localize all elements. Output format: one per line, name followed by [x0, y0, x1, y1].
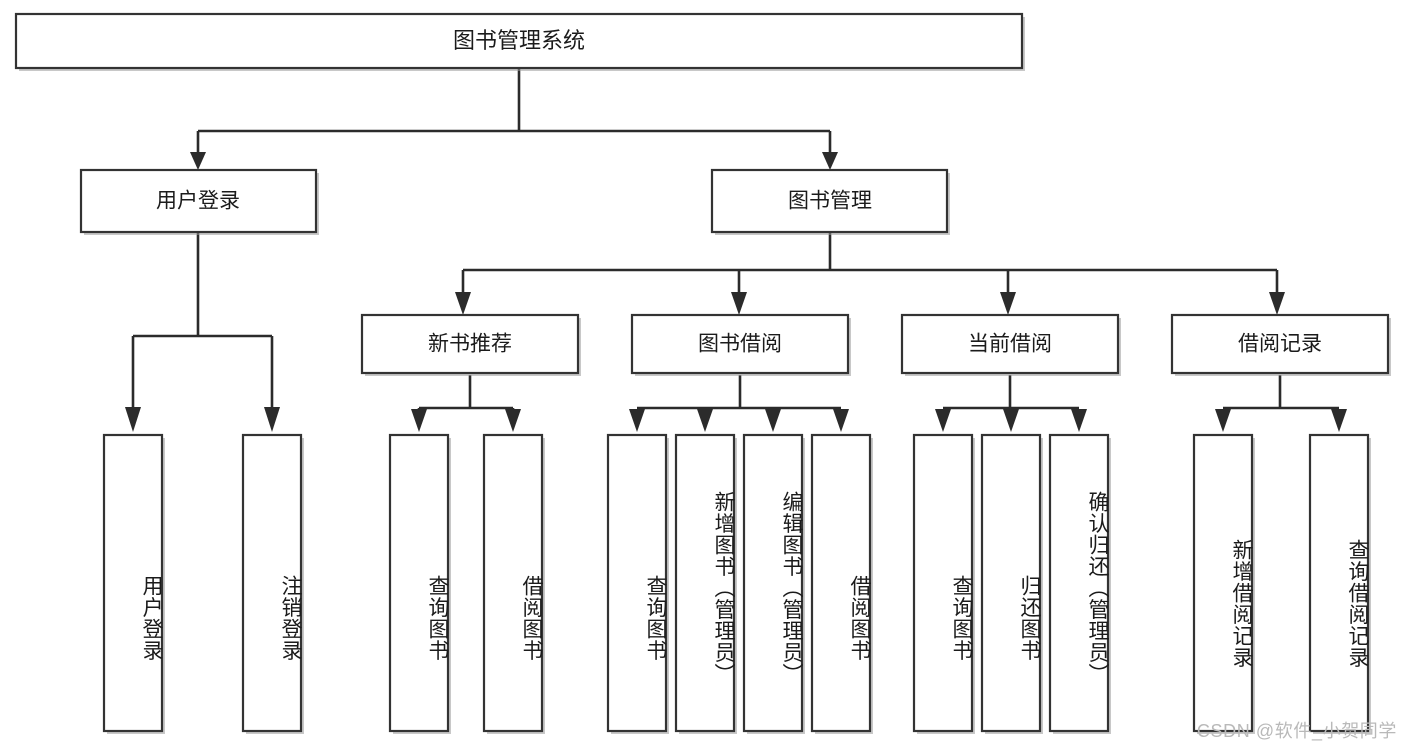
- arrow-newbook-leaf-1: [411, 409, 427, 432]
- arrow-borrowrecord-leaf-1: [1215, 409, 1231, 432]
- leaf-box-cur-1[interactable]: [912, 433, 974, 733]
- arrow-bookmanage-to-newbook: [455, 292, 471, 315]
- node-borrow-record[interactable]: 借阅记录: [1170, 313, 1391, 376]
- arrow-currentborrow-leaf-1: [935, 409, 951, 432]
- book-manage-box[interactable]: [710, 168, 949, 234]
- node-root[interactable]: 图书管理系统: [14, 12, 1025, 71]
- arrow-currentborrow-leaf-2: [1003, 409, 1019, 432]
- arrow-bookborrow-leaf-3: [765, 409, 781, 432]
- root-box[interactable]: [14, 12, 1024, 70]
- current-borrow-label: 当前借阅: [968, 333, 1052, 356]
- leaf-box-borrow-2[interactable]: [674, 433, 736, 733]
- arrow-bookborrow-leaf-1: [629, 409, 645, 432]
- arrow-userlogin-leaf-2: [264, 407, 280, 432]
- arrow-userlogin-leaf-1: [125, 407, 141, 432]
- connectors-group: [125, 68, 1347, 432]
- node-current-borrow[interactable]: 当前借阅: [900, 313, 1121, 376]
- node-new-book-recommend[interactable]: 新书推荐: [360, 313, 581, 376]
- book-borrow-label: 图书借阅: [698, 333, 782, 356]
- leaf-box-borrow-1[interactable]: [606, 433, 668, 733]
- arrow-bookborrow-leaf-4: [833, 409, 849, 432]
- leaf-boxes-group: [102, 433, 1371, 734]
- arrow-currentborrow-leaf-3: [1071, 409, 1087, 432]
- book-borrow-box[interactable]: [630, 313, 850, 375]
- new-book-rec-box[interactable]: [360, 313, 580, 375]
- leaf-box-user-login-1[interactable]: [102, 433, 164, 733]
- leaf-box-cur-2[interactable]: [980, 433, 1042, 733]
- leaf-box-record-2[interactable]: [1308, 433, 1370, 733]
- arrow-bookborrow-leaf-2: [697, 409, 713, 432]
- new-book-rec-label: 新书推荐: [428, 333, 512, 356]
- csdn-watermark: CSDN @软件_小贺同学: [1196, 721, 1397, 741]
- user-login-box[interactable]: [79, 168, 318, 234]
- arrow-bookmanage-to-bookborrow: [731, 292, 747, 315]
- current-borrow-box[interactable]: [900, 313, 1120, 375]
- arrow-root-to-user-login: [190, 152, 206, 170]
- node-user-login[interactable]: 用户登录: [79, 168, 319, 235]
- leaf-box-user-login-2[interactable]: [241, 433, 303, 733]
- node-book-borrow[interactable]: 图书借阅: [630, 313, 851, 376]
- root-label: 图书管理系统: [453, 28, 585, 53]
- arrow-root-to-book-manage: [822, 152, 838, 170]
- book-manage-label: 图书管理: [788, 190, 872, 213]
- node-book-manage[interactable]: 图书管理: [710, 168, 950, 235]
- arrow-newbook-leaf-2: [505, 409, 521, 432]
- leaf-box-cur-3[interactable]: [1048, 433, 1110, 733]
- leaf-box-rec-2[interactable]: [482, 433, 544, 733]
- leaf-box-record-1[interactable]: [1192, 433, 1254, 733]
- leaf-box-rec-1[interactable]: [388, 433, 450, 733]
- borrow-record-box[interactable]: [1170, 313, 1390, 375]
- leaf-box-borrow-3[interactable]: [742, 433, 804, 733]
- arrow-bookmanage-to-currentborrow: [1000, 292, 1016, 315]
- arrow-borrowrecord-leaf-2: [1331, 409, 1347, 432]
- user-login-label: 用户登录: [156, 190, 240, 213]
- borrow-record-label: 借阅记录: [1238, 333, 1322, 356]
- arrow-bookmanage-to-borrowrecord: [1269, 292, 1285, 315]
- leaf-box-borrow-4[interactable]: [810, 433, 872, 733]
